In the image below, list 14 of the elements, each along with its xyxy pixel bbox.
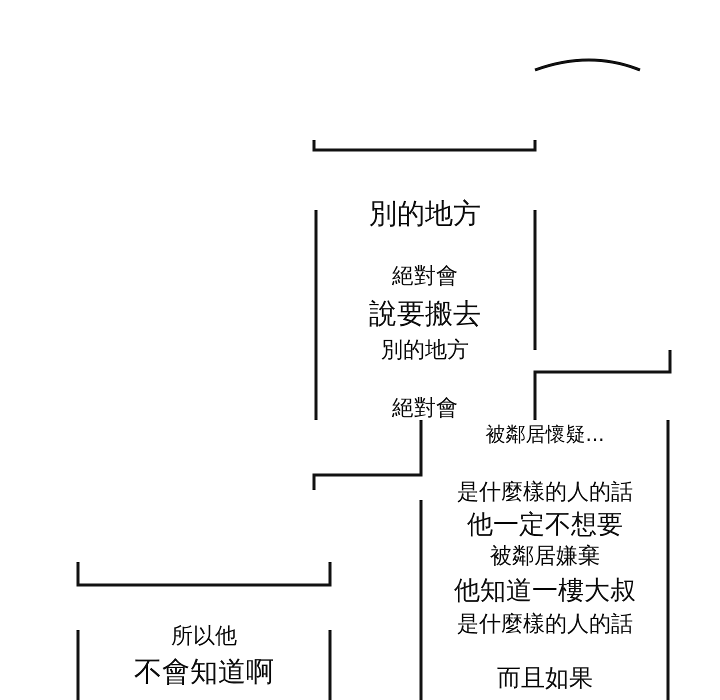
- speech-text: 說要搬去: [369, 300, 481, 328]
- speech-text: 絕對會: [392, 398, 458, 420]
- speech-text: 是什麼樣的人的話: [457, 482, 633, 504]
- speech-text: 別的地方: [381, 340, 469, 362]
- speech-text: 而且如果: [497, 666, 593, 690]
- speech-text: 被鄰居嫌棄: [490, 546, 600, 568]
- speech-text: 絕對會: [392, 266, 458, 288]
- speech-text: 他知道一樓大叔: [454, 578, 636, 604]
- speech-text: 所以他: [171, 626, 237, 648]
- speech-text: 不會知道啊: [134, 658, 274, 686]
- speech-text: 被鄰居懷疑...: [485, 424, 605, 444]
- speech-text: 別的地方: [369, 200, 481, 228]
- speech-text: 是什麼樣的人的話: [457, 614, 633, 636]
- speech-text: 他一定不想要: [467, 512, 623, 538]
